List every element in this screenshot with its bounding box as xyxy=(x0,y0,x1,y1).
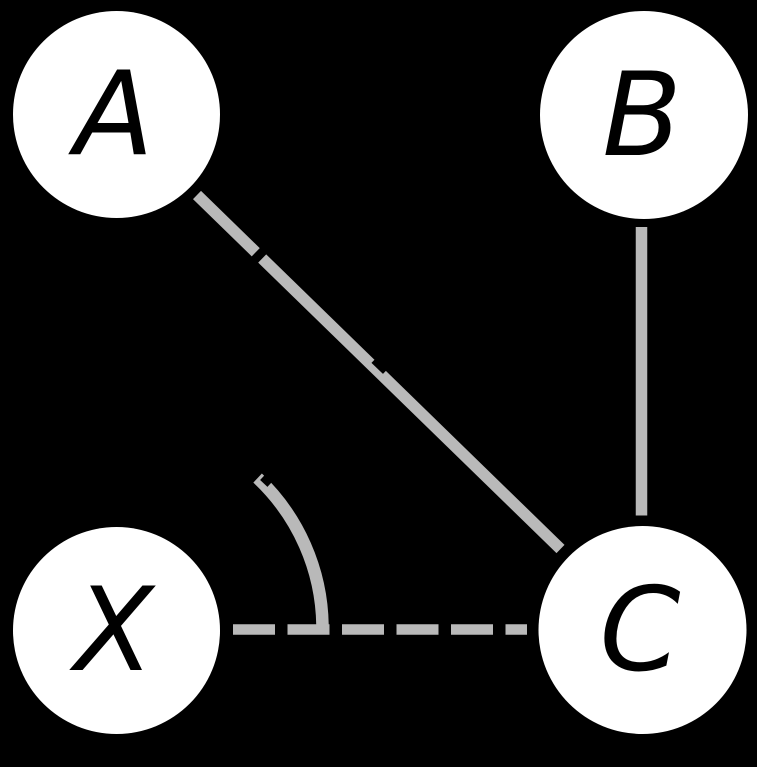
node-a: A xyxy=(13,11,220,218)
node-c: C xyxy=(538,526,747,734)
node-b: B xyxy=(540,11,748,219)
arc-tip-notch xyxy=(260,474,273,487)
edge-a-c xyxy=(192,190,565,554)
notch-layer xyxy=(260,357,389,487)
node-b-circle xyxy=(540,11,748,219)
edge-layer xyxy=(192,190,648,635)
node-a-circle xyxy=(13,11,220,218)
node-c-label: C xyxy=(600,563,681,698)
node-b-label: B xyxy=(602,48,682,183)
node-x-circle xyxy=(13,527,220,734)
edge-a-c-dash-notch xyxy=(371,357,389,374)
node-x-label: X xyxy=(69,563,156,698)
node-c-circle xyxy=(538,526,747,734)
node-x: X xyxy=(13,527,220,734)
rotation-arc xyxy=(253,473,329,626)
node-a-label: A xyxy=(67,47,153,182)
node-layer: A B X C xyxy=(13,11,748,734)
